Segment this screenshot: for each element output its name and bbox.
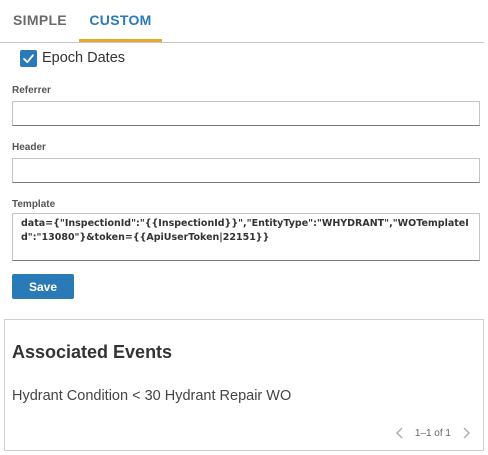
epoch-dates-row: Epoch Dates	[20, 48, 125, 68]
tab-bar: SIMPLE CUSTOM	[0, 0, 484, 43]
event-item[interactable]: Hydrant Condition < 30 Hydrant Repair WO	[12, 388, 292, 404]
checkmark-icon	[23, 53, 34, 63]
header-input[interactable]	[12, 158, 480, 183]
tab-simple[interactable]: SIMPLE	[13, 12, 67, 28]
pager-prev-button[interactable]	[393, 426, 407, 440]
save-button[interactable]: Save	[12, 274, 74, 299]
chevron-left-icon	[395, 427, 403, 439]
pager: 1–1 of 1	[393, 426, 473, 440]
template-textarea[interactable]: data={"InspectionId":"{{InspectionId}}",…	[12, 213, 480, 261]
associated-events-title: Associated Events	[12, 342, 173, 362]
referrer-label: Referrer	[12, 85, 51, 96]
template-label: Template	[12, 199, 56, 210]
tab-custom[interactable]: CUSTOM	[79, 0, 162, 42]
header-label: Header	[12, 142, 46, 153]
epoch-dates-checkbox[interactable]	[20, 49, 37, 67]
epoch-dates-label: Epoch Dates	[42, 50, 126, 66]
referrer-input[interactable]	[12, 101, 480, 126]
pager-next-button[interactable]	[459, 426, 473, 440]
pager-text: 1–1 of 1	[414, 427, 451, 439]
chevron-right-icon	[463, 427, 471, 439]
associated-events-card: Associated Events Hydrant Condition < 30…	[4, 319, 484, 451]
